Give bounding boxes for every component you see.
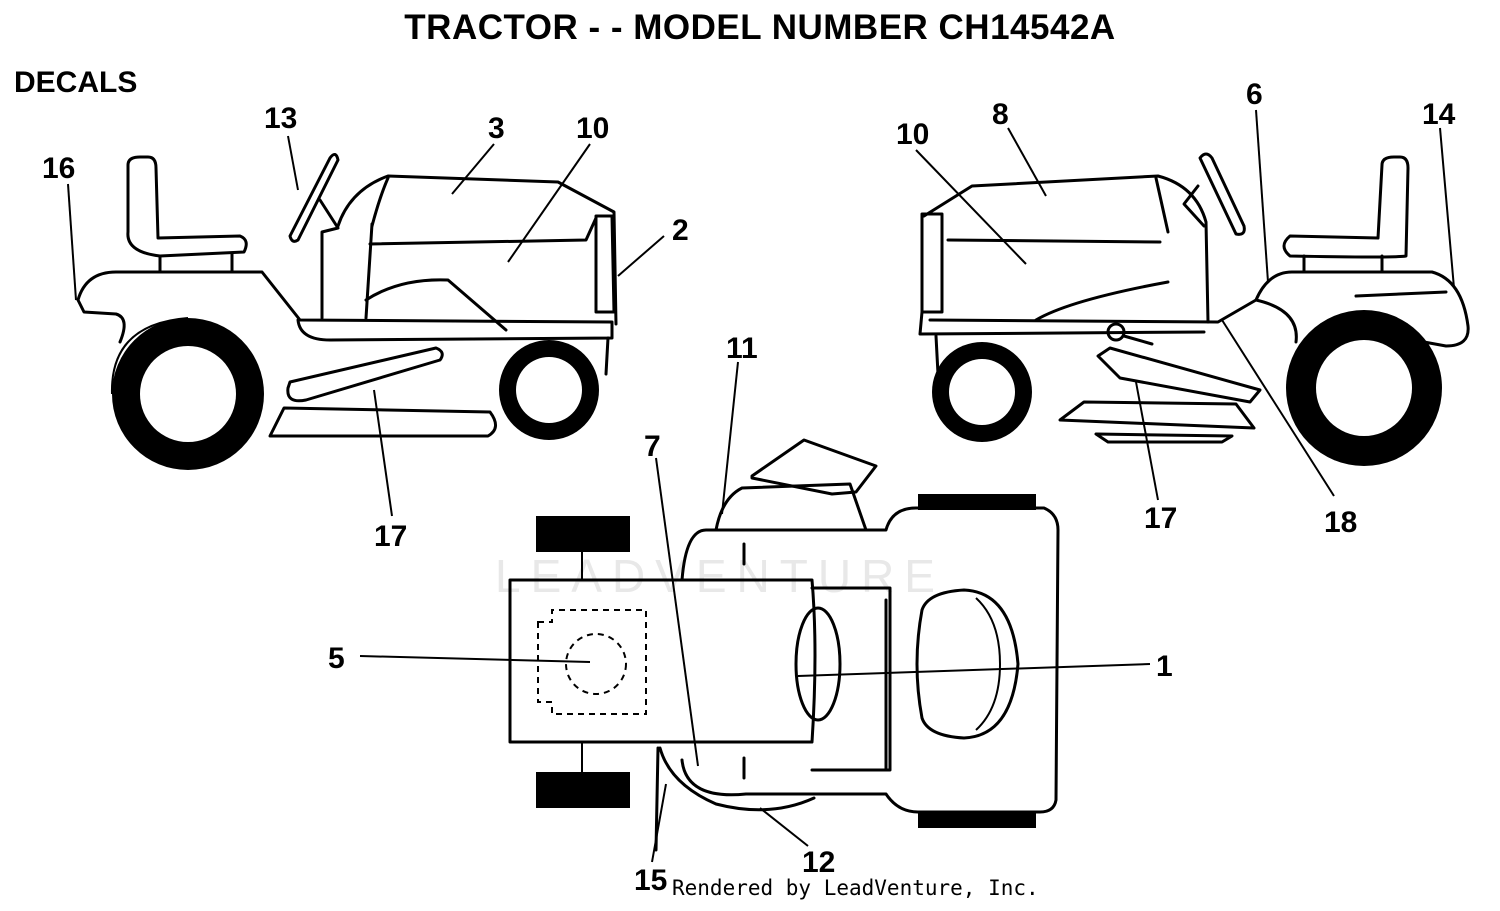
tractor-right-side-view: [918, 152, 1470, 466]
callout-3: 3: [488, 112, 505, 145]
footer-credit: Rendered by LeadVenture, Inc.: [672, 876, 1039, 900]
callout-18: 18: [1324, 506, 1357, 539]
diagram-title: TRACTOR - - MODEL NUMBER CH14542A: [404, 8, 1116, 47]
callout-7: 7: [644, 430, 661, 463]
callout-10-right: 10: [896, 118, 929, 151]
callout-16: 16: [42, 152, 75, 185]
callout-17-right: 17: [1144, 502, 1177, 535]
callout-11: 11: [726, 332, 758, 365]
callout-2: 2: [672, 214, 689, 247]
leader-lines: [67, 109, 1455, 863]
callout-1: 1: [1156, 650, 1173, 683]
tractor-top-view: [508, 438, 1060, 852]
callout-13: 13: [264, 102, 297, 135]
section-heading-decals: DECALS: [14, 66, 138, 99]
callout-6: 6: [1246, 78, 1263, 111]
callout-8: 8: [992, 98, 1009, 131]
callout-17-left: 17: [374, 520, 407, 553]
callout-labels: 16 13 3 10 2 17 10 8 6 14 17 18 11 7 5 1…: [42, 78, 1456, 897]
watermark-text: LEADVENTURE: [495, 550, 945, 602]
callout-12: 12: [802, 846, 835, 879]
callout-15: 15: [634, 864, 667, 897]
callout-10-left: 10: [576, 112, 609, 145]
callout-5: 5: [328, 642, 345, 675]
callout-14: 14: [1422, 98, 1456, 131]
tractor-left-side-view: [76, 153, 618, 470]
